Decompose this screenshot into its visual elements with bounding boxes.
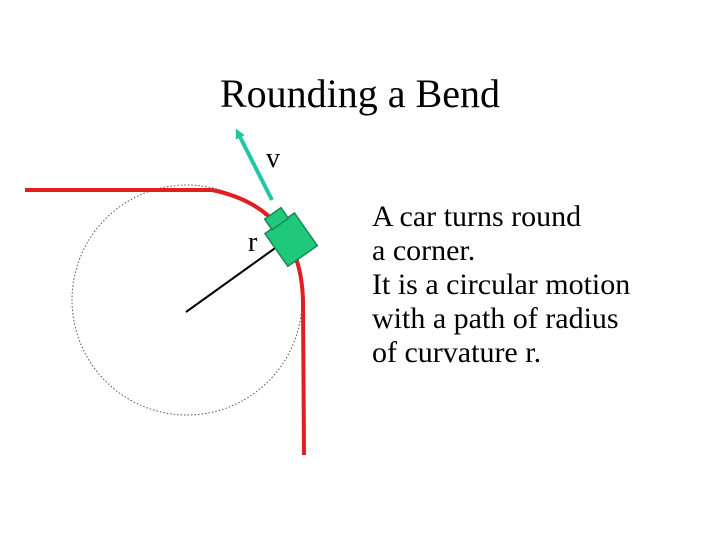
car-cab (263, 206, 290, 231)
description-line: It is a circular motion (372, 268, 631, 301)
velocity-label: v (266, 143, 280, 174)
car (263, 206, 319, 268)
radius-line (185, 245, 279, 313)
slide-title: Rounding a Bend (220, 71, 500, 116)
description-line: with a path of radius (372, 302, 619, 335)
velocity-arrow (235, 128, 274, 201)
description-line: A car turns round (372, 200, 582, 233)
road-path (25, 188, 306, 456)
description-line: of curvature r. (372, 336, 542, 369)
description-text: A car turns round a corner. It is a circ… (372, 200, 712, 370)
radius-label: r (248, 227, 258, 258)
description-line: a corner. (372, 234, 476, 267)
